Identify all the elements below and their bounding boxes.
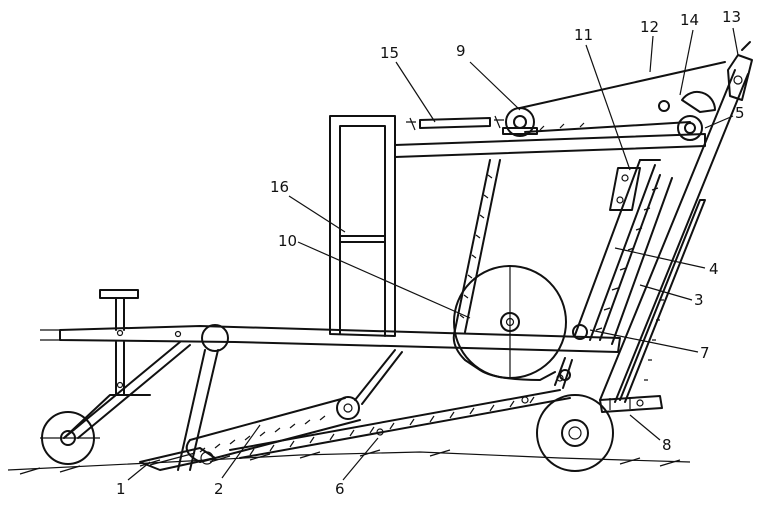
rear-wheel — [536, 394, 614, 472]
upper-beam — [394, 133, 706, 158]
rear-hitch — [599, 395, 663, 413]
label-10: 10 — [278, 232, 297, 250]
top-drive — [502, 41, 753, 141]
main-beam — [40, 325, 621, 353]
elevator-chain-left — [452, 159, 556, 381]
label-13: 13 — [722, 8, 741, 26]
drum — [453, 265, 567, 379]
hitch-assembly — [63, 289, 229, 439]
label-11: 11 — [574, 26, 593, 44]
label-9: 9 — [456, 42, 466, 60]
elevator-conveyor — [572, 159, 673, 381]
label-14: 14 — [680, 11, 699, 29]
under-linkage — [354, 349, 573, 405]
label-7: 7 — [700, 344, 710, 362]
label-3: 3 — [694, 291, 704, 309]
box-frame — [329, 115, 396, 337]
label-15: 15 — [380, 44, 399, 62]
leader-lines — [127, 27, 739, 481]
lower-conveyor — [185, 396, 361, 465]
part-labels: 1 2 6 8 7 3 4 5 11 12 14 13 9 15 16 10 — [116, 8, 745, 498]
front-wheel — [40, 411, 100, 465]
label-12: 12 — [640, 18, 659, 36]
label-2: 2 — [214, 480, 224, 498]
diagonal-boom — [599, 69, 749, 403]
tensioner — [609, 167, 641, 211]
label-8: 8 — [662, 436, 672, 454]
label-5: 5 — [735, 104, 745, 122]
separator-conveyor — [229, 374, 571, 459]
label-1: 1 — [116, 480, 126, 498]
label-4: 4 — [709, 260, 719, 278]
label-16: 16 — [270, 178, 289, 196]
ground — [7, 449, 691, 475]
platform — [406, 115, 504, 131]
label-6: 6 — [335, 480, 345, 498]
digging-share — [139, 447, 216, 471]
